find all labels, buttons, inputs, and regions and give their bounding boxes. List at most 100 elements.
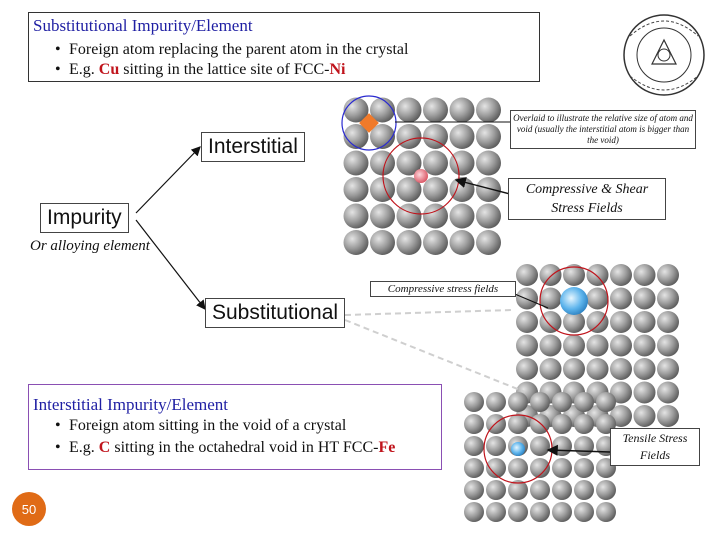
lattice-atom (508, 480, 528, 500)
lattice-atom (423, 124, 448, 149)
stress-field-circle-1 (382, 137, 460, 215)
lattice-atom (633, 264, 656, 286)
interstitial-bullet-2: • E.g. C sitting in the octahedral void i… (55, 439, 395, 457)
lattice-atom (396, 230, 422, 255)
lattice-atom (539, 358, 562, 380)
lattice-atom (449, 97, 475, 123)
arrow-to-substitutional (135, 219, 206, 310)
lattice-atom (343, 203, 369, 229)
lattice-atom (574, 480, 594, 500)
lattice-atom (449, 124, 475, 149)
lattice-atom (508, 414, 528, 434)
lattice-atom (657, 381, 679, 404)
lattice-atom (610, 358, 632, 380)
lattice-atom (633, 358, 656, 380)
lattice-atom (530, 392, 550, 412)
dashed-link-top (344, 309, 513, 316)
substitutional-bullet-2: •E.g. Cu sitting in the lattice site of … (55, 61, 345, 79)
lattice-atom (539, 264, 562, 286)
lattice-atom (657, 334, 679, 357)
lattice-atom (657, 264, 679, 286)
interstitial-bullet-1: •Foreign atom sitting in the void of a c… (55, 417, 346, 435)
lattice-atom (370, 150, 395, 176)
lattice-atom (530, 480, 550, 500)
lattice-atom (596, 480, 616, 500)
bullet-text: sitting in the octahedral void in HT FCC… (110, 439, 379, 456)
highlight-c: C (98, 439, 111, 456)
compressive-stress-line (509, 291, 549, 309)
lattice-atom (530, 436, 550, 456)
lattice-atom (633, 381, 656, 404)
lattice-atom (563, 311, 585, 333)
overlaid-note: Overlaid to illustrate the relative size… (510, 110, 696, 149)
lattice-atom (586, 334, 609, 357)
lattice-atom (596, 502, 616, 522)
lattice-atom (539, 311, 562, 333)
lattice-atom (486, 458, 506, 478)
lattice-atom (530, 502, 550, 522)
lattice-atom (476, 124, 501, 149)
lattice-atom (657, 287, 679, 310)
lattice-atom (486, 502, 506, 522)
lattice-atom (530, 458, 550, 478)
lattice-atom (563, 334, 585, 357)
lattice-atom (476, 203, 501, 229)
lattice-atom (586, 287, 609, 310)
lattice-atom (464, 458, 484, 478)
lattice-atom (464, 436, 484, 456)
substitutional-atom (560, 287, 588, 315)
lattice-atom (586, 358, 609, 380)
lattice-atom (508, 458, 528, 478)
lattice-atom (396, 97, 422, 123)
lattice-atom (586, 311, 609, 333)
page-number-badge: 50 (12, 492, 46, 526)
lattice-atom (516, 311, 538, 333)
substitutional-heading: Substitutional Impurity/Element (33, 16, 253, 35)
void-marker (359, 113, 379, 133)
lattice-atom (552, 480, 572, 500)
bullet-text: Foreign atom replacing the parent atom i… (69, 41, 409, 58)
lattice-atom (464, 414, 484, 434)
bullet-dot-icon: • (55, 439, 61, 456)
lattice-atom (610, 264, 632, 286)
lattice-atom (449, 177, 475, 202)
lattice-atom (486, 436, 506, 456)
lattice-atom (464, 502, 484, 522)
lattice-atom (476, 97, 501, 123)
lattice-atom (633, 334, 656, 357)
lattice-atom (552, 414, 572, 434)
small-interstitial-atom (511, 442, 525, 456)
lattice-atom (574, 458, 594, 478)
lattice-atom (486, 480, 506, 500)
lattice-atom (574, 502, 594, 522)
lattice-atom (574, 414, 594, 434)
bullet-dot-icon: • (55, 41, 61, 58)
substitutional-definition-box: Substitutional Impurity/Element • Foreign… (28, 12, 540, 82)
lattice-atom (343, 177, 369, 202)
lattice-atom (574, 392, 594, 412)
lattice-atom (539, 287, 562, 310)
bullet-text: E.g. (69, 61, 99, 78)
lattice-atom (657, 311, 679, 333)
lattice-atom (633, 405, 656, 427)
lattice-atom (552, 502, 572, 522)
highlight-fe: Fe (378, 439, 396, 456)
arrow-to-interstitial (135, 146, 201, 214)
compressive-stress-note: Compressive stress fields (370, 281, 516, 297)
lattice-atom (370, 124, 395, 149)
lattice-atom (563, 264, 585, 286)
lattice-atom (552, 392, 572, 412)
lattice-atom (596, 392, 616, 412)
lattice-atom (396, 177, 422, 202)
lattice-atom (370, 177, 395, 202)
lattice-atom (343, 230, 369, 255)
lattice-atom (464, 480, 484, 500)
lattice-atom (476, 150, 501, 176)
bullet-dot-icon: • (55, 417, 61, 434)
lattice-atom (476, 177, 501, 202)
bullet-dot-icon: • (55, 61, 61, 78)
interstitial-definition-box: Interstitial Impurity/Element •Foreign a… (28, 384, 442, 470)
bullet-text: E.g. (69, 439, 99, 456)
lattice-atom (423, 203, 448, 229)
